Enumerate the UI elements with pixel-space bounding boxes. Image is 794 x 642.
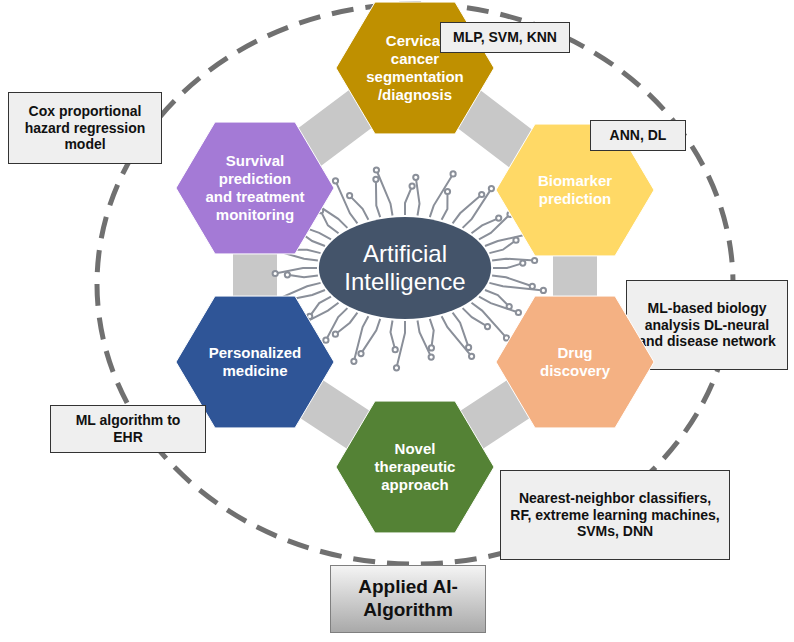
circuit-pad (373, 177, 378, 182)
circuit-trace (463, 189, 492, 228)
circuit-trace (463, 308, 488, 327)
circuit-pad (541, 288, 546, 293)
node-label: Novel therapeutic approach (365, 440, 465, 494)
circuit-pad (479, 192, 484, 197)
circuit-pad (273, 271, 278, 276)
circuit-trace (376, 170, 392, 216)
node-label: Applied AI-Algorithm (339, 576, 477, 622)
hexagon-node: Drug discovery (495, 295, 655, 429)
node-label: Personalized medicine (205, 344, 305, 380)
circuit-pad (410, 184, 415, 189)
circuit-pad (451, 171, 456, 176)
circuit-trace (275, 268, 317, 274)
title-box: Applied AI-Algorithm (330, 565, 486, 633)
circuit-trace (287, 275, 318, 278)
circuit-pad (333, 178, 338, 183)
hexagon-node: Novel therapeutic approach (335, 400, 495, 534)
circuit-pad (532, 258, 537, 263)
circuit-trace (405, 186, 412, 215)
circuit-pad (413, 175, 418, 180)
circuit-pad (516, 310, 521, 315)
circuit-pad (429, 345, 434, 350)
callout-box: Cox proportional hazard regression model (8, 92, 162, 164)
circuit-trace (376, 179, 380, 217)
circuit-trace (350, 196, 369, 220)
circuit-pad (496, 216, 501, 221)
circuit-trace (354, 316, 369, 361)
circuit-pad (513, 238, 518, 243)
algorithm-label: ML algorithm to EHR (59, 412, 197, 446)
core-ellipse: Artificial Intelligence (318, 216, 492, 320)
algorithm-label: Cox proportional hazard regression model (17, 103, 153, 153)
algorithm-label: ANN, DL (610, 127, 667, 144)
callout-box: MLP, SVM, KNN (440, 22, 570, 53)
node-label: Artificial Intelligence (332, 240, 478, 295)
circuit-trace (391, 321, 396, 350)
circuit-trace (416, 177, 420, 215)
circuit-trace (430, 319, 434, 348)
circuit-pad (469, 354, 474, 359)
circuit-pad (485, 324, 490, 329)
circuit-trace (485, 290, 509, 307)
circuit-trace (442, 316, 472, 356)
circuit-trace (326, 308, 348, 340)
circuit-pad (347, 193, 352, 198)
circuit-trace (479, 297, 518, 313)
circuit-pad (374, 167, 379, 172)
callout-box: ML algorithm to EHR (50, 405, 206, 453)
node-label: Drug discovery (525, 344, 625, 380)
circuit-trace (310, 297, 331, 317)
hexagon-node: Survival prediction and treatment monito… (175, 121, 335, 255)
circuit-trace (397, 321, 406, 368)
circuit-trace (336, 181, 358, 224)
callout-box: ANN, DL (590, 120, 686, 151)
circuit-trace (442, 192, 448, 220)
node-label: Biomarker prediction (525, 172, 625, 208)
circuit-pad (285, 272, 290, 277)
node-label: Survival prediction and treatment monito… (205, 152, 305, 224)
circuit-trace (493, 263, 523, 268)
circuit-trace (489, 240, 516, 253)
circuit-trace (489, 283, 543, 291)
circuit-pad (445, 189, 450, 194)
circuit-pad (323, 338, 328, 343)
circuit-pad (358, 351, 363, 356)
circuit-trace (472, 218, 499, 233)
algorithm-label: MLP, SVM, KNN (453, 29, 557, 46)
circuit-trace (430, 174, 453, 217)
circuit-trace (479, 214, 510, 239)
circuit-pad (393, 347, 398, 352)
circuit-pad (333, 332, 338, 337)
circuit-pad (504, 335, 509, 340)
circuit-pad (394, 365, 399, 370)
callout-box: Nearest-neighbor classifiers, RF, extrem… (500, 470, 730, 560)
circuit-trace (492, 259, 534, 261)
circuit-pad (520, 261, 525, 266)
circuit-pad (489, 186, 494, 191)
circuit-pad (429, 355, 434, 360)
circuit-trace (418, 321, 432, 358)
circuit-pad (351, 359, 356, 364)
algorithm-label: Nearest-neighbor classifiers, RF, extrem… (509, 490, 721, 540)
algorithm-label: ML-based biology analysis DL-neural and … (635, 300, 779, 350)
